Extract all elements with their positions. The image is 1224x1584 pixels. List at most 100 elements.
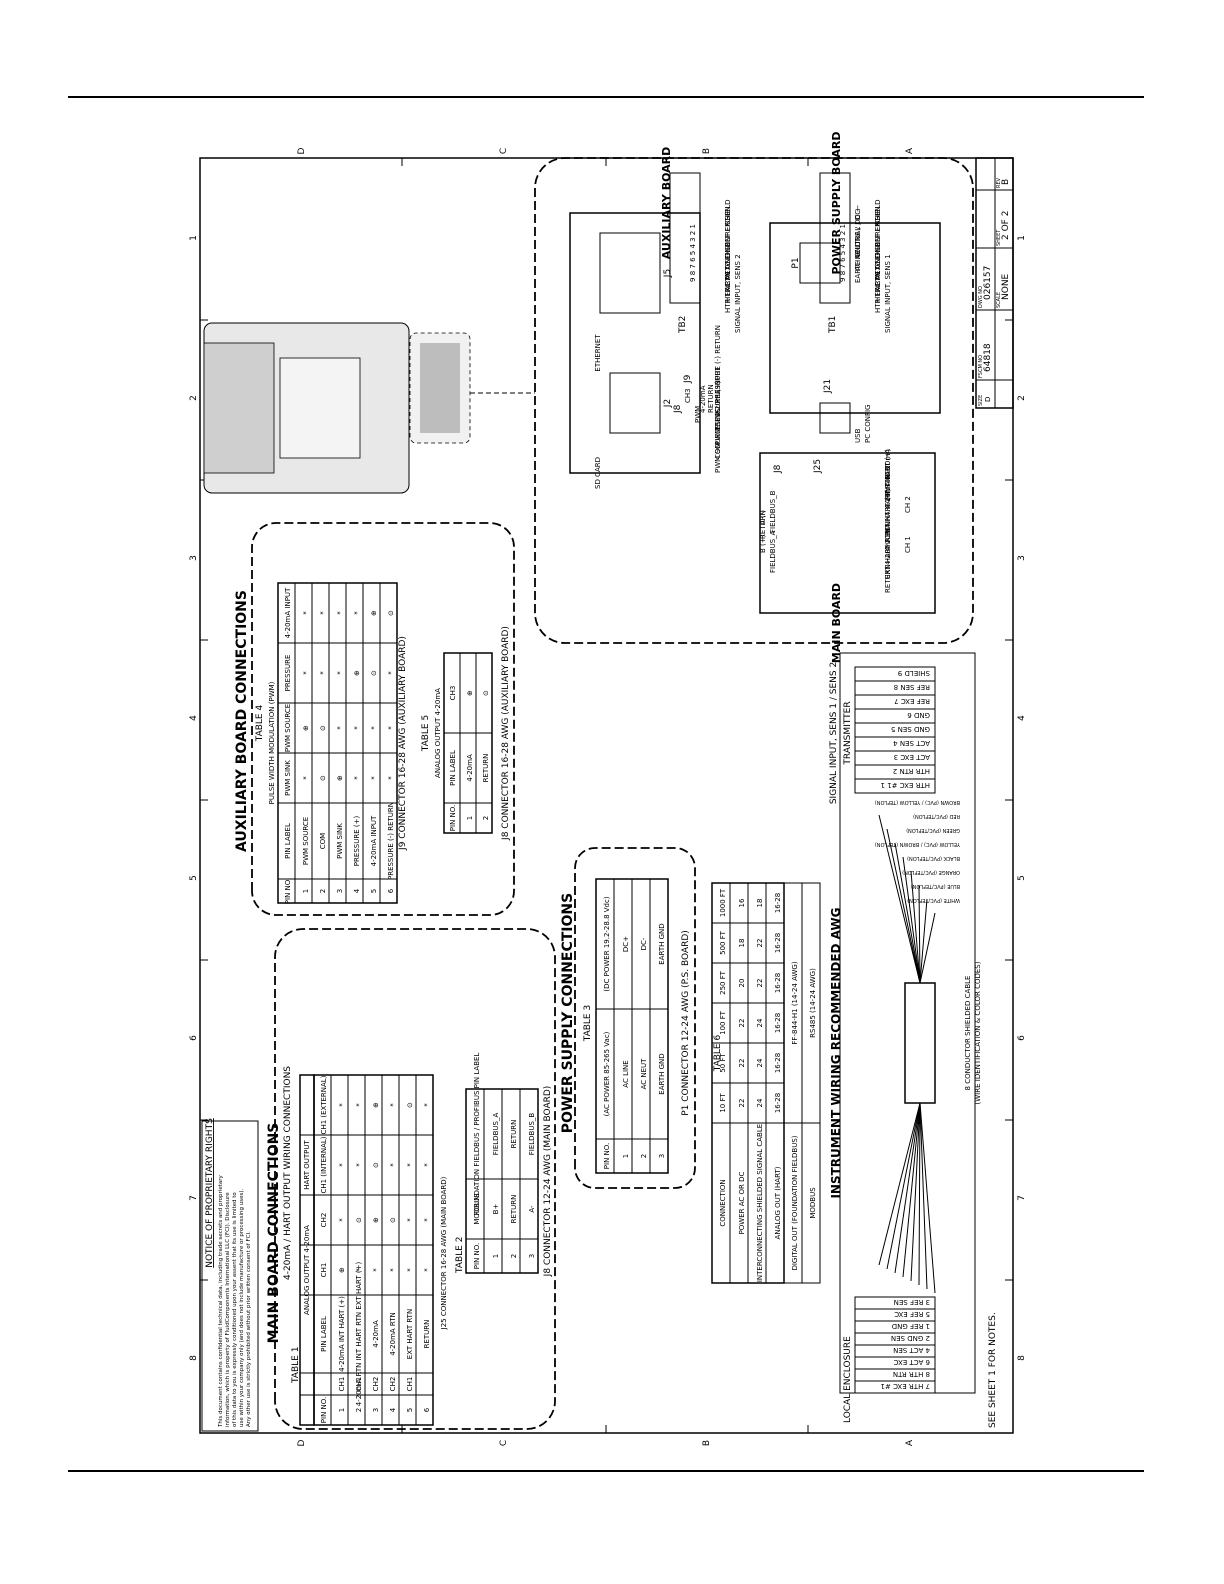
table6-cell-2-2: 16-28 xyxy=(774,1053,782,1073)
table2-label: TABLE 2 xyxy=(455,1237,465,1274)
table1-cell-4-0: 5 xyxy=(406,1408,414,1412)
j25-label: J25 xyxy=(813,459,823,474)
aux-j8-label-1: RETURN xyxy=(707,384,715,413)
tb1-caption: SIGNAL INPUT, SENS 1 xyxy=(884,254,892,333)
table5-col-header-1: PIN LABEL xyxy=(449,750,457,786)
main-board-outline xyxy=(759,452,936,614)
table4-cell-0-3: ⊕ xyxy=(302,725,310,731)
sheet-label: SHEET xyxy=(996,229,1002,246)
p1-connector xyxy=(799,242,841,284)
sheet-value: 2 OF 2 xyxy=(1001,211,1011,240)
tb1-pin-6: REF EXC xyxy=(874,218,882,247)
table2-cell-0-1: B+ xyxy=(492,1204,500,1215)
table6-cell-0-5: 18 xyxy=(738,939,746,948)
table1-col-header-2: PIN LABEL xyxy=(320,1316,328,1352)
tb2-pin-7: REF SEN xyxy=(724,206,732,236)
table5-cell-0-0: 1 xyxy=(466,816,474,820)
table4-cell-4-5: ⊕ xyxy=(370,610,378,616)
table4-cell-1-2: ⊙ xyxy=(319,775,327,781)
table4-cell-2-5: * xyxy=(336,611,344,615)
table6-cell-2-0: ANALOG OUT (HART) xyxy=(774,1166,782,1239)
table4-cell-2-1: PWM SINK xyxy=(336,823,344,859)
table6-digital-label: DIGITAL OUT (FOUNDATION FIELDBUS) xyxy=(791,1135,799,1270)
table4-cell-5-3: * xyxy=(387,726,395,730)
table3-col-header-1: (AC POWER 85-265 Vac) xyxy=(603,1031,611,1116)
table3-cell-2-0: 3 xyxy=(658,1154,666,1158)
zone-col-right-3: 3 xyxy=(1017,555,1027,561)
p1-pin-1: AC NEUTRAL / DC - xyxy=(854,205,862,271)
table1-cell-1-1: CH1 xyxy=(355,1377,363,1392)
scale-value: NONE xyxy=(1001,273,1011,300)
table4-cell-0-1: PWM SOURCE xyxy=(302,817,310,865)
table3-cell-2-1: EARTH GND xyxy=(658,1053,666,1094)
table6-col-header-0: CONNECTION xyxy=(719,1179,727,1226)
table4-cell-4-2: * xyxy=(370,776,378,780)
table4-cell-5-2: * xyxy=(387,776,395,780)
table6-cell-2-6: 16-28 xyxy=(774,893,782,913)
j9-pin-3: PRESSURE (+) xyxy=(714,380,722,431)
tb2-numbers: 9 8 7 6 5 4 3 2 1 xyxy=(689,224,697,282)
table4-cell-1-5: * xyxy=(319,611,327,615)
table1-cell-3-2: 4-20mA RTN xyxy=(389,1312,397,1356)
table6-col-header-2: 50 FT xyxy=(719,1053,727,1073)
tb1-connector xyxy=(819,172,851,304)
transmitter-pin-3: ACT SEN 4 xyxy=(893,739,930,747)
table4-footer: J9 CONNECTOR 16-28 AWG (AUXILIARY BOARD) xyxy=(398,636,408,851)
usb-label: USB xyxy=(854,428,862,443)
table4-cell-0-2: * xyxy=(302,776,310,780)
table5-cell-1-1: RETURN xyxy=(482,754,490,783)
zone-col-right-5: 5 xyxy=(1017,875,1027,881)
fieldbus-pin-2: A (-) xyxy=(759,510,767,525)
table4-cell-5-1: PRESSURE (-) RETURN xyxy=(387,802,395,880)
zone-col-left-4: 4 xyxy=(189,715,199,721)
zone-col-left-1: 1 xyxy=(189,235,199,241)
notice-block: NOTICE OF PROPRIETARY RIGHTS This docume… xyxy=(201,1118,259,1432)
table4-frame xyxy=(277,582,398,904)
table4-cell-1-4: * xyxy=(319,671,327,675)
wire-color-right-5: GREEN (PVC/TEFLON) xyxy=(906,827,960,833)
transmitter-pin-4: GND SEN 5 xyxy=(891,725,930,733)
ethernet-label: ETHERNET xyxy=(594,334,602,372)
zone-col-right-2: 2 xyxy=(1017,395,1027,401)
table1-col-header-3: ANALOG OUTPUT 4-20mA xyxy=(303,1225,311,1315)
table5-col-header-0: PIN NO. xyxy=(449,805,457,831)
j25-pin-3: 4-20mA xyxy=(884,523,892,551)
table-1: TABLE 14-20mA / HART OUTPUT WIRING CONNE… xyxy=(283,1066,448,1426)
table5-col-header-2: CH3 xyxy=(449,686,457,701)
j9-pin-1: COM xyxy=(714,443,722,459)
cable-caption-1: 8 CONDUCTOR SHIELDED CABLE xyxy=(964,976,972,1091)
table1-cell-0-5: * xyxy=(338,1163,346,1167)
table2-footer: J8 CONNECTOR 12-24 AWG (MAIN BOARD) xyxy=(543,1086,553,1278)
ch3-label: CH3 xyxy=(684,388,692,403)
table2-cell-2-1: A- xyxy=(528,1205,536,1213)
table1-label: TABLE 1 xyxy=(291,1347,301,1384)
table4-cell-2-4: * xyxy=(336,671,344,675)
table1-col-header-6: CH1 (EXTERNAL) xyxy=(320,1075,328,1134)
table1-cell-2-1: CH2 xyxy=(372,1377,380,1392)
table1-col-header-0: PIN NO. xyxy=(320,1397,328,1423)
table1-cell-3-4: ⊙ xyxy=(389,1217,397,1223)
table1-cell-2-3: * xyxy=(372,1268,380,1272)
zone-row-top-B: B xyxy=(702,148,712,154)
table2-col-header-1: MODBUS xyxy=(473,1193,481,1225)
tb2-pin-8: SHIELD xyxy=(724,200,732,225)
table1-cell-5-5: * xyxy=(423,1163,431,1167)
main-board-title: MAIN BOARD CONNECTIONS xyxy=(266,1123,282,1344)
j21-label: J21 xyxy=(823,379,833,394)
fieldbus-a-label: FIELDBUS_A xyxy=(769,530,777,573)
table4-cell-0-4: * xyxy=(302,671,310,675)
table1-cell-2-2: 4-20mA xyxy=(372,1320,380,1348)
table6-col-header-1: 10 FT xyxy=(719,1093,727,1113)
tb1-pin-5: GND xyxy=(874,242,882,258)
table4-col-header-2: PWM SINK xyxy=(284,760,292,796)
table6-cell-2-1: 16-28 xyxy=(774,1093,782,1113)
transmitter-pin-box-8 xyxy=(854,666,936,682)
table5-cell-0-1: 4-20mA xyxy=(466,754,474,782)
table5-cell-1-0: 2 xyxy=(482,816,490,820)
transmitter-pin-0: HTR EXC #1 1 xyxy=(881,781,930,789)
